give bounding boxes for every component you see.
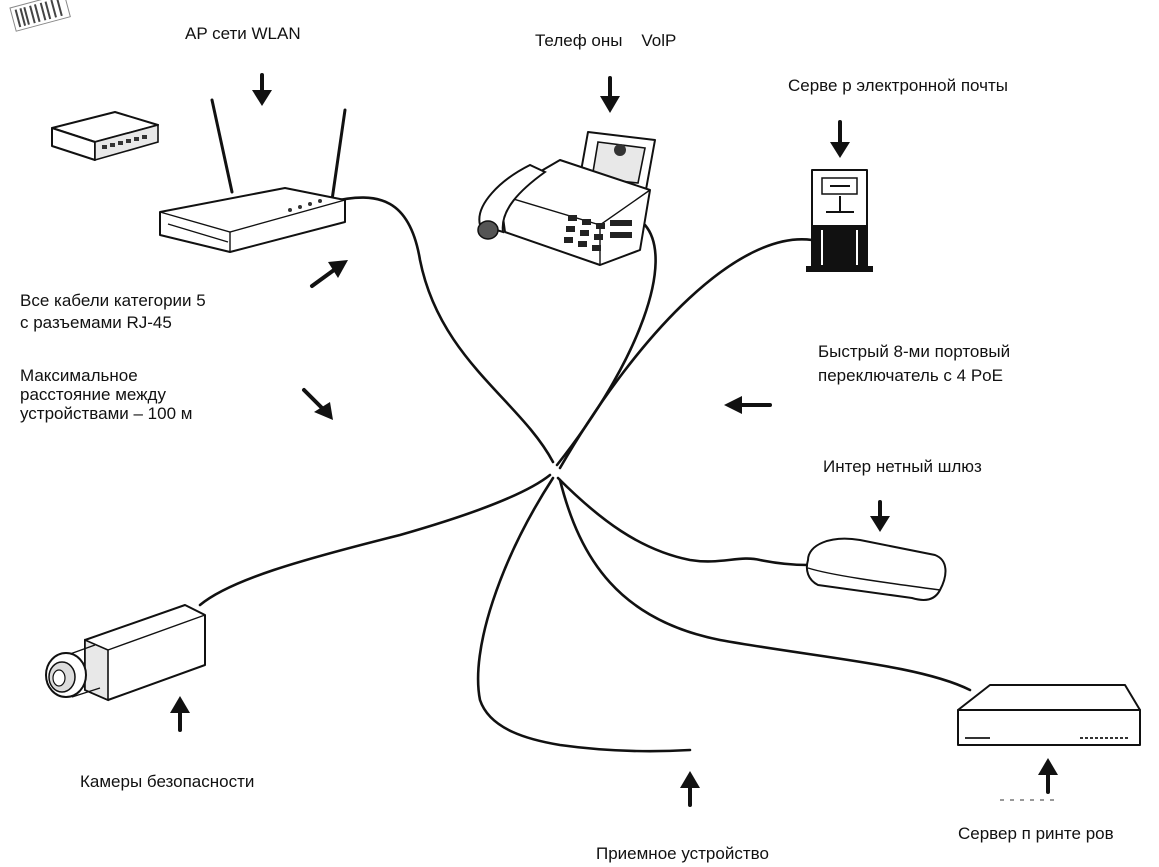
- arrow-left-icon: [724, 396, 772, 414]
- label-mail-server: Серве р электронной почты: [788, 76, 1008, 95]
- label-receiver: Приемное устройство: [596, 844, 769, 863]
- cable-wlan-ap: [328, 196, 555, 464]
- label-switch: Быстрый 8-ми портовый переключатель с 4 …: [818, 342, 1011, 385]
- cables: [198, 196, 972, 753]
- arrow-down-icon: [252, 73, 272, 106]
- arrow-down-right-icon: [302, 388, 333, 420]
- arrow-down-icon: [870, 500, 890, 532]
- voip-phone-icon: [477, 131, 656, 266]
- cable-gateway: [556, 476, 810, 567]
- wireless-router-icon: [159, 98, 347, 253]
- arrow-down-icon: [600, 76, 620, 113]
- cable-print-server: [558, 478, 972, 692]
- cable-camera: [198, 473, 552, 607]
- label-gateway: Интер нетный шлюз: [823, 457, 982, 476]
- security-camera-icon: [45, 604, 206, 702]
- arrow-up-right-icon: [310, 260, 348, 288]
- label-cables: Все кабели категории 5 с разъемами RJ-45: [20, 291, 206, 332]
- print-server-icon: [957, 684, 1141, 801]
- tower-server-icon: [806, 169, 873, 272]
- label-wlan-ap: AP сети WLAN: [185, 24, 301, 43]
- label-max-distance: Максимальное расстояние между устройства…: [20, 366, 193, 423]
- cable-mail-server: [558, 238, 814, 470]
- cable-receiver: [476, 476, 692, 753]
- arrow-up-icon: [680, 771, 700, 807]
- internet-gateway-icon: [805, 537, 947, 601]
- network-switch-icon: [51, 111, 159, 162]
- barcode-icon: [9, 0, 71, 32]
- label-print-server: Сервер п ринте ров: [958, 824, 1114, 843]
- arrow-down-icon: [830, 120, 850, 158]
- label-voip-phones: Телеф оны VolP: [535, 31, 677, 50]
- arrow-up-icon: [170, 696, 190, 732]
- arrow-up-icon: [1038, 758, 1058, 794]
- arrows: [170, 73, 1058, 807]
- label-cameras: Камеры безопасности: [80, 772, 255, 791]
